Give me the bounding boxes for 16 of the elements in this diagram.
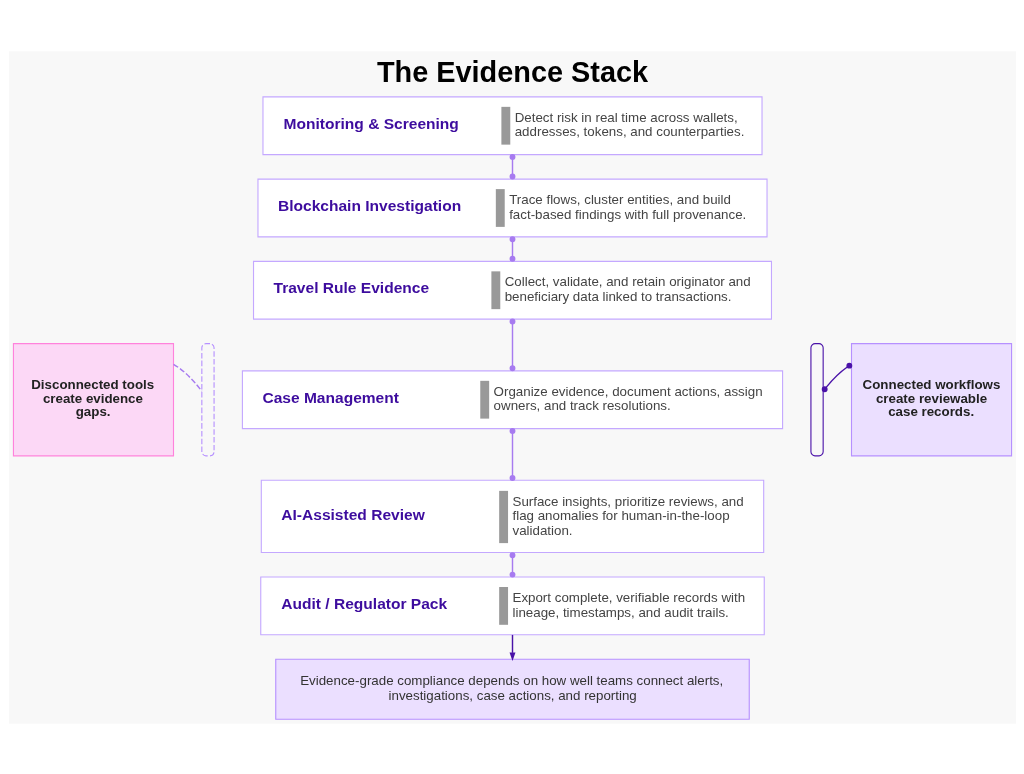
connector [509, 427, 515, 481]
node-box: Blockchain Investigation Trace flows, cluster entities, and build fact-based findings with full provenance. [256, 178, 768, 237]
node-bracket [809, 342, 824, 456]
node-box: Monitoring & Screening Detect risk in real time across wallets, addresses, tokens, and counterparties. [261, 95, 763, 155]
node-bracket [200, 342, 215, 456]
connector [172, 363, 202, 392]
connector [821, 362, 852, 392]
node-box: Evidence-grade compliance depends on how well teams connect alerts, investigations, case actions, and reporting [274, 658, 750, 720]
connector [509, 318, 515, 371]
node-box: Travel Rule Evidence Collect, validate, and retain originator and beneficiary data linked to transactions. [252, 260, 772, 320]
node-box: Case Management Organize evidence, document actions, assign owners, and track resolutions. [241, 369, 783, 429]
node-box: Connected workflows create reviewable case records. [850, 342, 1012, 456]
diagram-title: The Evidence Stack [376, 55, 648, 88]
node-box: AI-Assisted Review Surface insights, prioritize reviews, and flag anomalies for human-in-the-loop validation. [260, 479, 764, 553]
node-box: Disconnected tools create evidence gaps. [12, 342, 174, 456]
node-box: Audit / Regulator Pack Export complete, verifiable records with lineage, timestamps, and audit trails. [259, 575, 765, 635]
